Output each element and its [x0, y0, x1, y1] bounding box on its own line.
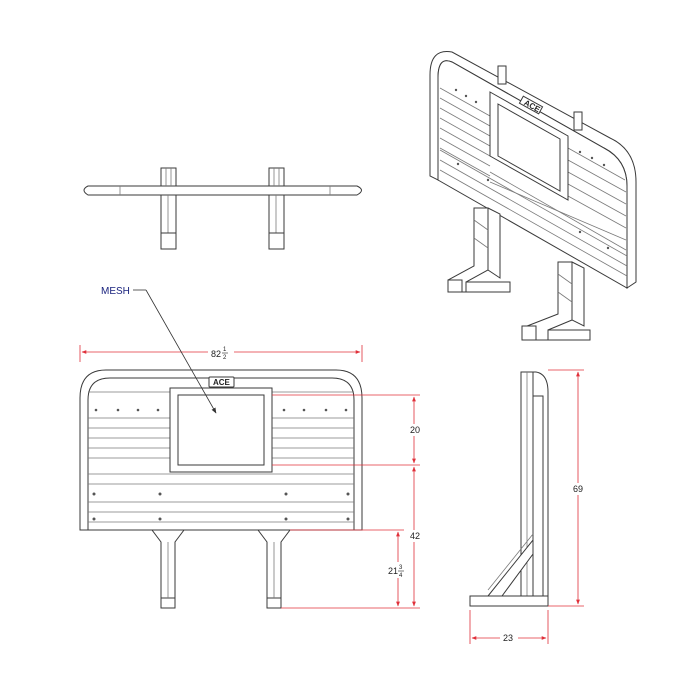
- side-view: [469, 371, 549, 607]
- mesh-label: MESH: [101, 286, 130, 297]
- width-numerator: 1: [223, 347, 227, 353]
- width-whole: 82: [211, 349, 221, 359]
- total-height-value: 69: [573, 484, 583, 494]
- window-height-value: 20: [410, 425, 420, 435]
- mesh-callout: MESH: [101, 286, 217, 414]
- mount-height-value: 42: [410, 531, 420, 541]
- leg-denominator: 4: [399, 573, 403, 579]
- top-view: [83, 167, 362, 250]
- width-denominator: 2: [223, 355, 227, 361]
- isometric-view: ACE: [429, 50, 637, 341]
- leg-whole: 21: [388, 566, 398, 576]
- front-view: ACE: [79, 369, 363, 609]
- leg-numerator: 3: [399, 565, 403, 571]
- dimensions: 82 1 2 20 42 21 3 4 69 23: [79, 344, 588, 645]
- front-logo-text: ACE: [213, 378, 231, 387]
- depth-value: 23: [503, 633, 513, 643]
